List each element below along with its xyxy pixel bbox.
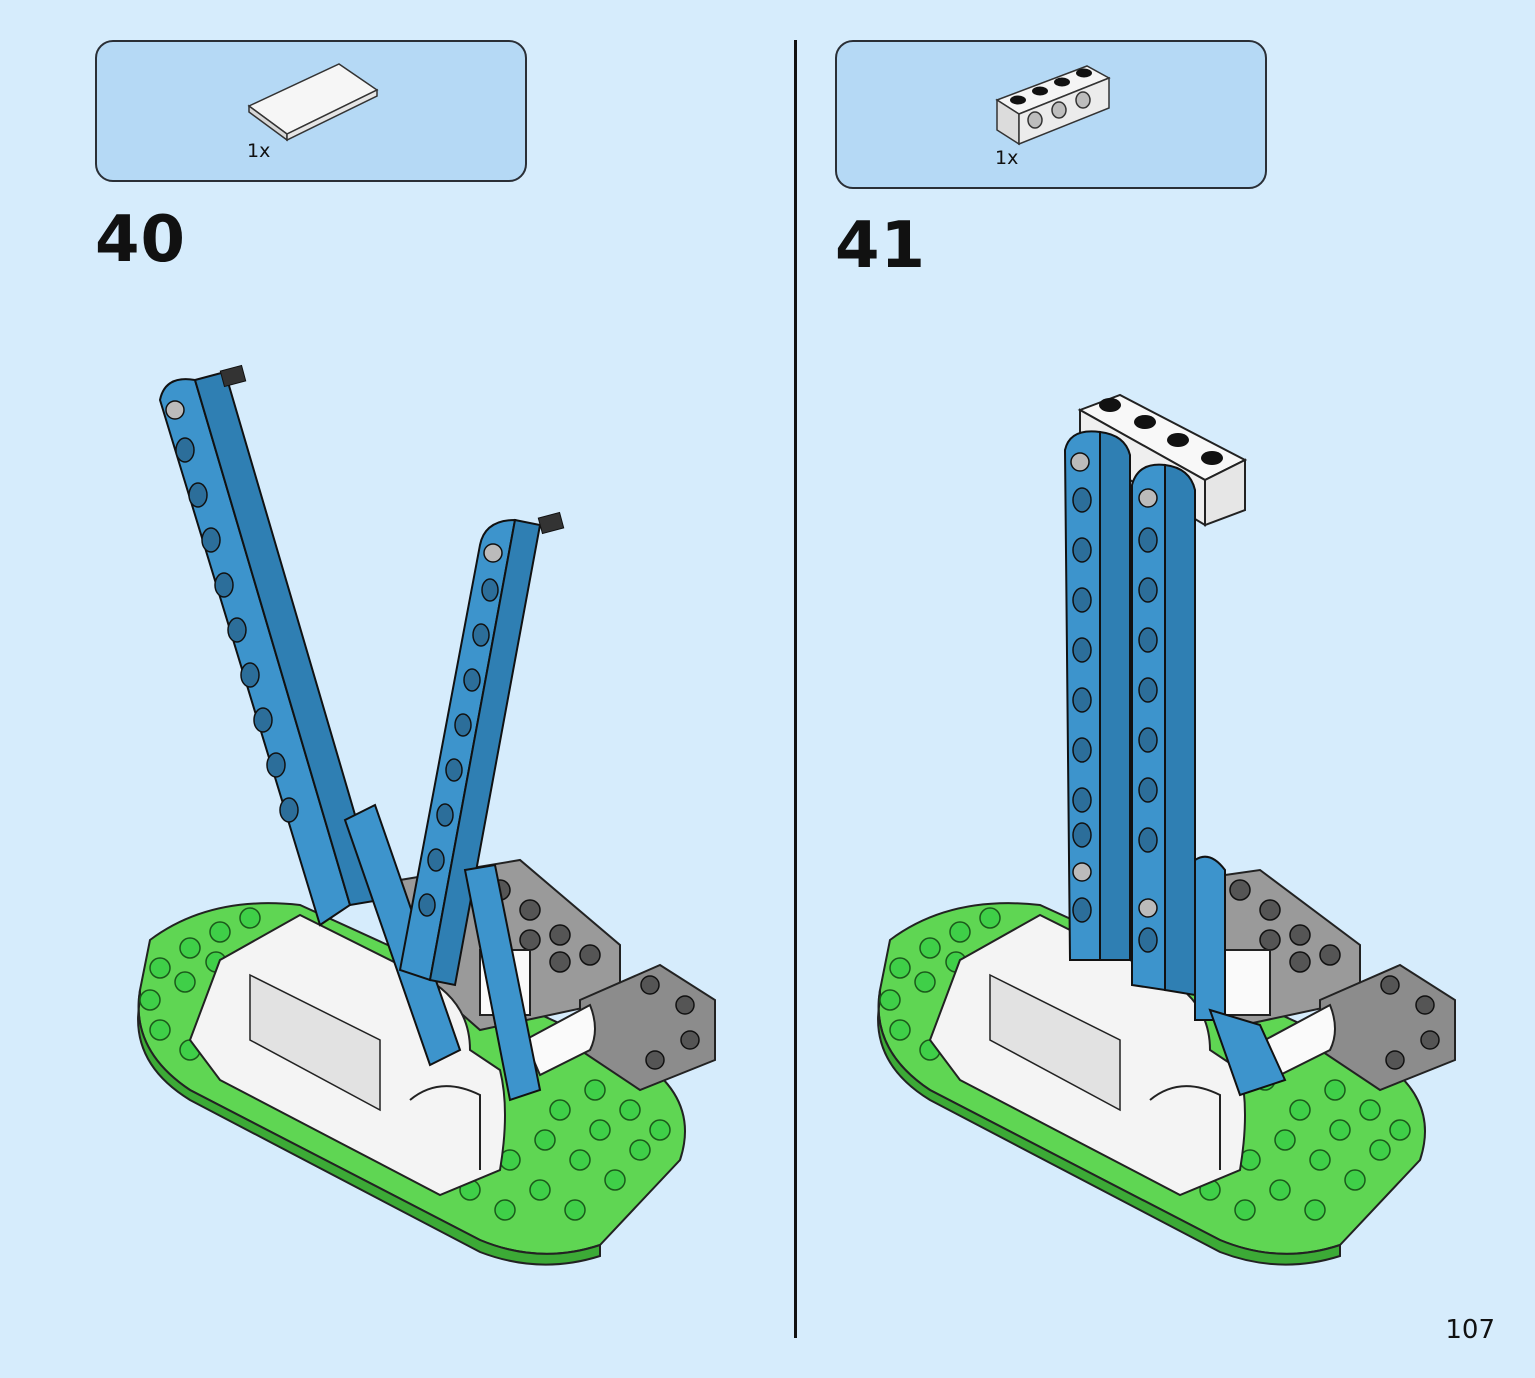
part-quantity: 1x bbox=[995, 147, 1019, 169]
step-number-40: 40 bbox=[95, 203, 187, 277]
parts-callout-step-41: 1x bbox=[835, 40, 1267, 189]
parts-callout-step-40: 1x bbox=[95, 40, 527, 182]
page-divider bbox=[794, 40, 797, 1338]
part-quantity: 1x bbox=[247, 140, 271, 162]
model-illustration-step-40 bbox=[137, 364, 716, 1266]
step-number-41: 41 bbox=[835, 209, 927, 283]
page-number: 107 bbox=[1445, 1315, 1495, 1345]
white-tile-icon bbox=[247, 63, 379, 142]
white-technic-brick-icon bbox=[995, 65, 1111, 146]
model-illustration-step-41 bbox=[877, 393, 1456, 1266]
